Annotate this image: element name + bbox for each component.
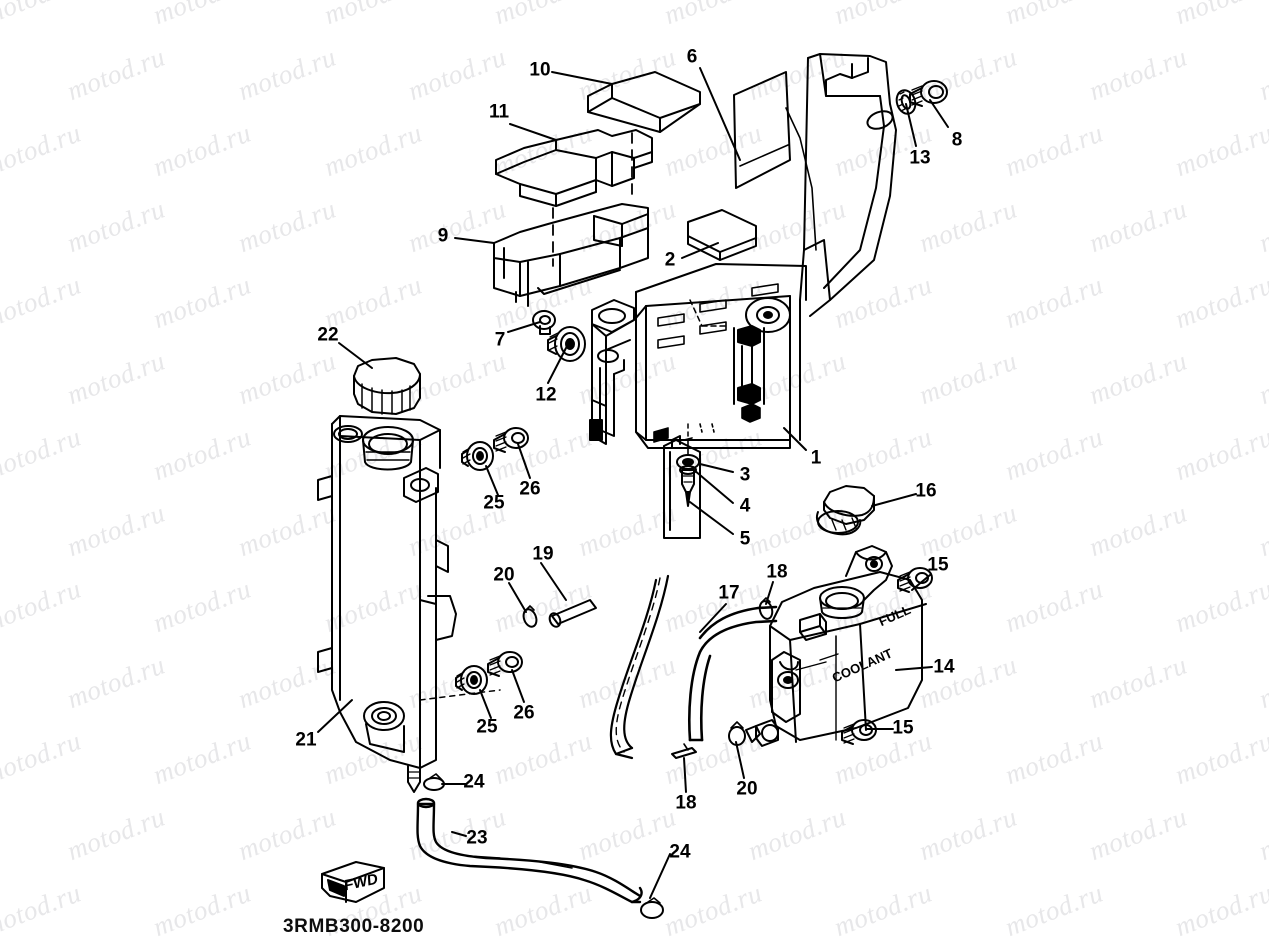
clip-18-lower <box>671 743 697 759</box>
callout-insulator-lower: 9 <box>437 225 449 247</box>
callout-nut: 3 <box>739 464 751 486</box>
callout-bolt-reservoir-lower: 15 <box>892 717 914 739</box>
bottom-tabs <box>653 403 761 443</box>
callout-seal-pad-large: 6 <box>686 46 698 68</box>
bolt-15-lower <box>841 719 877 745</box>
reservoir-cap-16 <box>816 485 875 536</box>
callout-radiator-assembly: 21 <box>295 729 317 751</box>
breather-hose-17 <box>688 605 778 742</box>
callout-clamp-overflow-lower: 24 <box>669 841 691 863</box>
reservoir-side-nipple <box>799 613 827 641</box>
grommet-25-lower <box>455 665 488 695</box>
insulator-lower-tray <box>493 203 649 307</box>
fwd-marker <box>321 861 385 903</box>
mount-tab-upper <box>403 467 439 503</box>
insulator-top-pad <box>587 71 701 133</box>
bottom-mount-boss <box>363 701 405 753</box>
callout-insulator-middle: 11 <box>488 101 510 123</box>
callout-grommet-mount-lower: 25 <box>476 716 498 738</box>
bolt-26-lower <box>487 651 523 677</box>
hose-radiator-link <box>609 574 670 760</box>
clip-18-upper <box>758 597 774 620</box>
filler-neck <box>362 426 414 471</box>
callout-overflow-hose: 23 <box>466 827 488 849</box>
bolt-26-upper <box>493 427 529 453</box>
callout-breather-hose: 17 <box>718 582 740 604</box>
callout-clamp-pipe: 20 <box>493 564 515 586</box>
grommet-4 <box>679 465 697 507</box>
seal-pad-large <box>733 71 791 189</box>
insulator-middle-pad <box>495 129 653 207</box>
reservoir-mount-stay <box>845 545 893 601</box>
callout-coolant-reservoir-tank: 14 <box>933 656 955 678</box>
drain-spigot <box>407 763 421 793</box>
overflow-hose-23 <box>416 797 643 904</box>
radiator-assembly <box>317 357 501 793</box>
callout-reservoir-cap: 16 <box>915 480 937 502</box>
callout-grommet: 4 <box>739 495 751 517</box>
pipe-joint-19 <box>548 599 597 628</box>
coolant-reservoir-tank <box>755 545 927 747</box>
callout-bolt-mount-upper: 26 <box>519 478 541 500</box>
callout-clamp-overflow-upper: 24 <box>463 771 485 793</box>
reservoir-filler-neck <box>819 586 865 619</box>
callout-bolt-flange: 7 <box>494 329 506 351</box>
radiator-cap-22 <box>353 357 421 415</box>
damper-grommet-12 <box>547 326 586 362</box>
reservoir-bracket-foot <box>771 651 801 723</box>
callout-washer: 13 <box>909 147 931 169</box>
bolt-8 <box>909 80 948 107</box>
callout-bolt: 8 <box>951 129 963 151</box>
clamp-24-upper <box>423 773 445 791</box>
callout-radiator-cap: 22 <box>317 324 339 346</box>
callout-bolt-mount-lower: 26 <box>513 702 535 724</box>
callout-stay-bracket: 5 <box>739 528 751 550</box>
bolt-15-upper <box>897 567 933 593</box>
callout-clip-upper: 18 <box>766 561 788 583</box>
shroud-main-panel <box>589 263 807 449</box>
callout-insulator-top: 10 <box>529 59 551 81</box>
callout-damper-grommet: 12 <box>535 384 557 406</box>
left-tab-upper <box>317 475 333 501</box>
callout-radiator-shroud-panel: 1 <box>810 447 822 469</box>
left-flange <box>589 299 635 445</box>
grommet-25-upper <box>461 441 494 471</box>
callout-grommet-mount-upper: 25 <box>483 492 505 514</box>
clamp-20-left <box>522 605 538 628</box>
callout-seal-pad-small: 2 <box>664 249 676 271</box>
clamp-24-lower <box>640 897 664 919</box>
callout-bolt-reservoir-upper: 15 <box>927 554 949 576</box>
washer-13 <box>895 89 917 115</box>
clip-bracket <box>733 325 765 405</box>
clamp-20-right <box>728 721 761 746</box>
stay-bracket-5 <box>663 435 701 539</box>
callout-pipe-joint: 19 <box>532 543 554 565</box>
seal-pad-small <box>687 209 757 261</box>
part-number-text: 3RMB300-8200 <box>283 916 425 937</box>
side-port <box>333 425 363 443</box>
reservoir-bottom-outlet <box>755 719 779 747</box>
left-tab-lower <box>317 647 333 673</box>
bolt-7 <box>532 310 556 335</box>
callout-clip-lower: 18 <box>675 792 697 814</box>
vent-slots <box>657 283 779 349</box>
mount-boss <box>745 297 791 333</box>
shroud-side-arm <box>785 53 897 441</box>
callout-clamp-hose: 20 <box>736 778 758 800</box>
